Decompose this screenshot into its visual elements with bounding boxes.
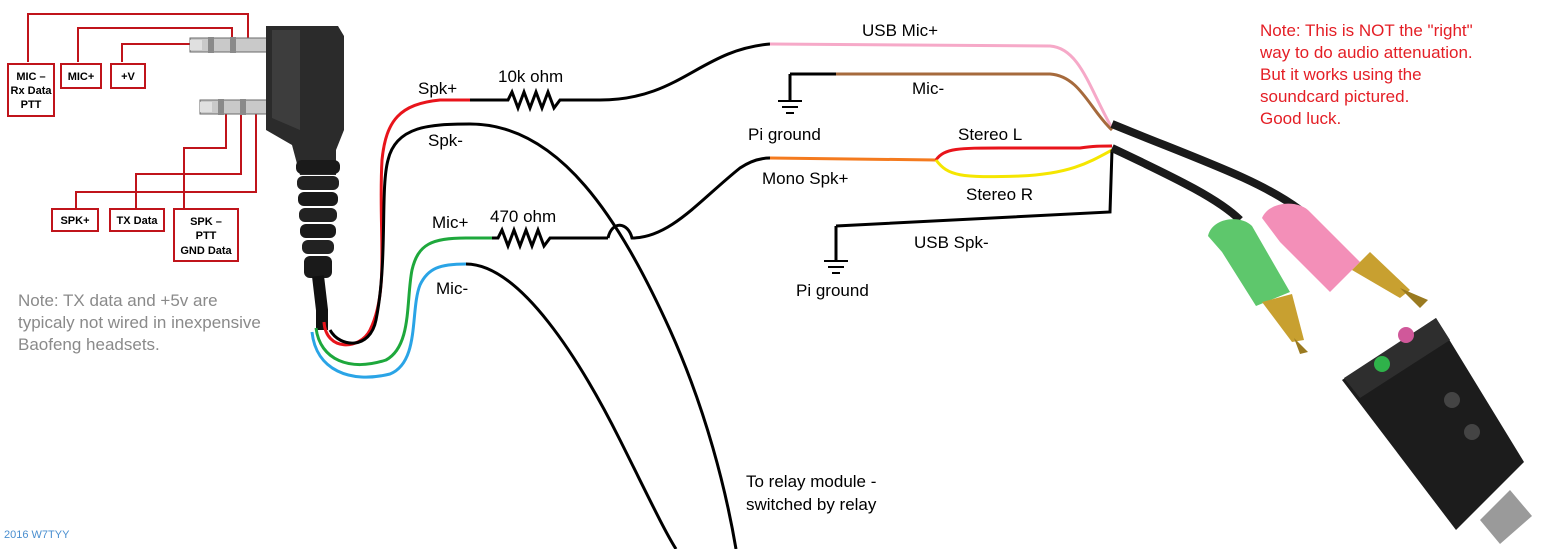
connector-leaders [27,13,257,208]
box-plus-v [110,63,146,89]
label-10k-ohm: 10k ohm [498,67,563,86]
label-spk-plus: Spk+ [418,79,457,98]
box-spk-ptt-gnd [173,208,239,262]
box-mic-plus [60,63,102,89]
box-spk-plus-label: SPK+ [60,215,89,227]
label-pi-ground-1: Pi ground [748,125,821,144]
label-mic-minus-right: Mic- [912,79,944,98]
attenuation-note: Note: This is NOT the "right" way to do … [1260,20,1530,130]
label-mono-spk-plus: Mono Spk+ [762,169,849,188]
label-stereo-r: Stereo R [966,185,1033,204]
baofeng-note-line: Baofeng headsets. [18,335,160,354]
wire-labels: Spk+ 10k ohm Spk- Mic+ 470 ohm Mic- USB … [418,21,1033,300]
relay-note-line: To relay module - [746,472,877,491]
baofeng-note: Note: TX data and +5v are typicaly not w… [18,290,308,356]
black-wire-mic-minus [465,262,678,549]
black-wire-spk-minus [328,122,738,549]
center-wires [599,42,1114,260]
box-mic-rx-ptt-line2: Rx Data [11,85,53,97]
resistor-470 [492,225,608,251]
box-plus-v-label: +V [121,71,135,83]
kenwood-plug-picture [189,26,344,330]
box-tx-data-label: TX Data [117,215,159,227]
label-usb-mic-plus: USB Mic+ [862,21,938,40]
box-spk-ptt-gnd-line1: SPK – [190,216,222,228]
attenuation-note-line: But it works using the [1260,65,1422,84]
box-spk-plus [51,208,99,232]
plug-wires [310,98,738,549]
attenuation-note-line: Note: This is NOT the "right" [1260,21,1473,40]
box-spk-ptt-gnd-line2: PTT [196,230,217,242]
blue-wire-mic-minus [310,262,467,379]
usb-soundcard-picture [1110,120,1532,544]
credit-text: 2016 W7TYY [4,529,70,541]
label-stereo-l: Stereo L [958,125,1022,144]
label-pi-ground-2: Pi ground [796,281,869,300]
ground-symbol-1 [778,100,802,114]
label-mic-minus: Mic- [436,279,468,298]
box-mic-rx-ptt-line3: PTT [21,99,42,111]
resistor-10k [470,87,600,113]
box-spk-ptt-gnd-line3: GND Data [180,245,232,257]
attenuation-note-line: way to do audio attenuation. [1260,43,1473,62]
green-wire-mic-plus [314,236,492,367]
label-mic-plus: Mic+ [432,213,468,232]
box-mic-rx-ptt-line1: MIC – [16,71,45,83]
connector-label-boxes: MIC – Rx Data PTT MIC+ +V SPK+ TX Data S… [7,63,239,262]
baofeng-note-line: Note: TX data and +5v are [18,291,218,310]
resistors [470,87,608,251]
box-tx-data [109,208,165,232]
box-mic-rx-ptt [7,63,55,117]
attenuation-note-line: soundcard pictured. [1260,87,1410,106]
label-spk-minus: Spk- [428,131,463,150]
attenuation-note-line: Good luck. [1260,109,1342,128]
baofeng-note-line: typicaly not wired in inexpensive [18,313,261,332]
relay-note: To relay module - switched by relay [746,470,946,516]
relay-note-line: switched by relay [746,495,877,514]
label-usb-spk-minus: USB Spk- [914,233,989,252]
box-mic-plus-label: MIC+ [68,71,95,83]
ground-symbol-2 [824,260,848,274]
label-470-ohm: 470 ohm [490,207,556,226]
